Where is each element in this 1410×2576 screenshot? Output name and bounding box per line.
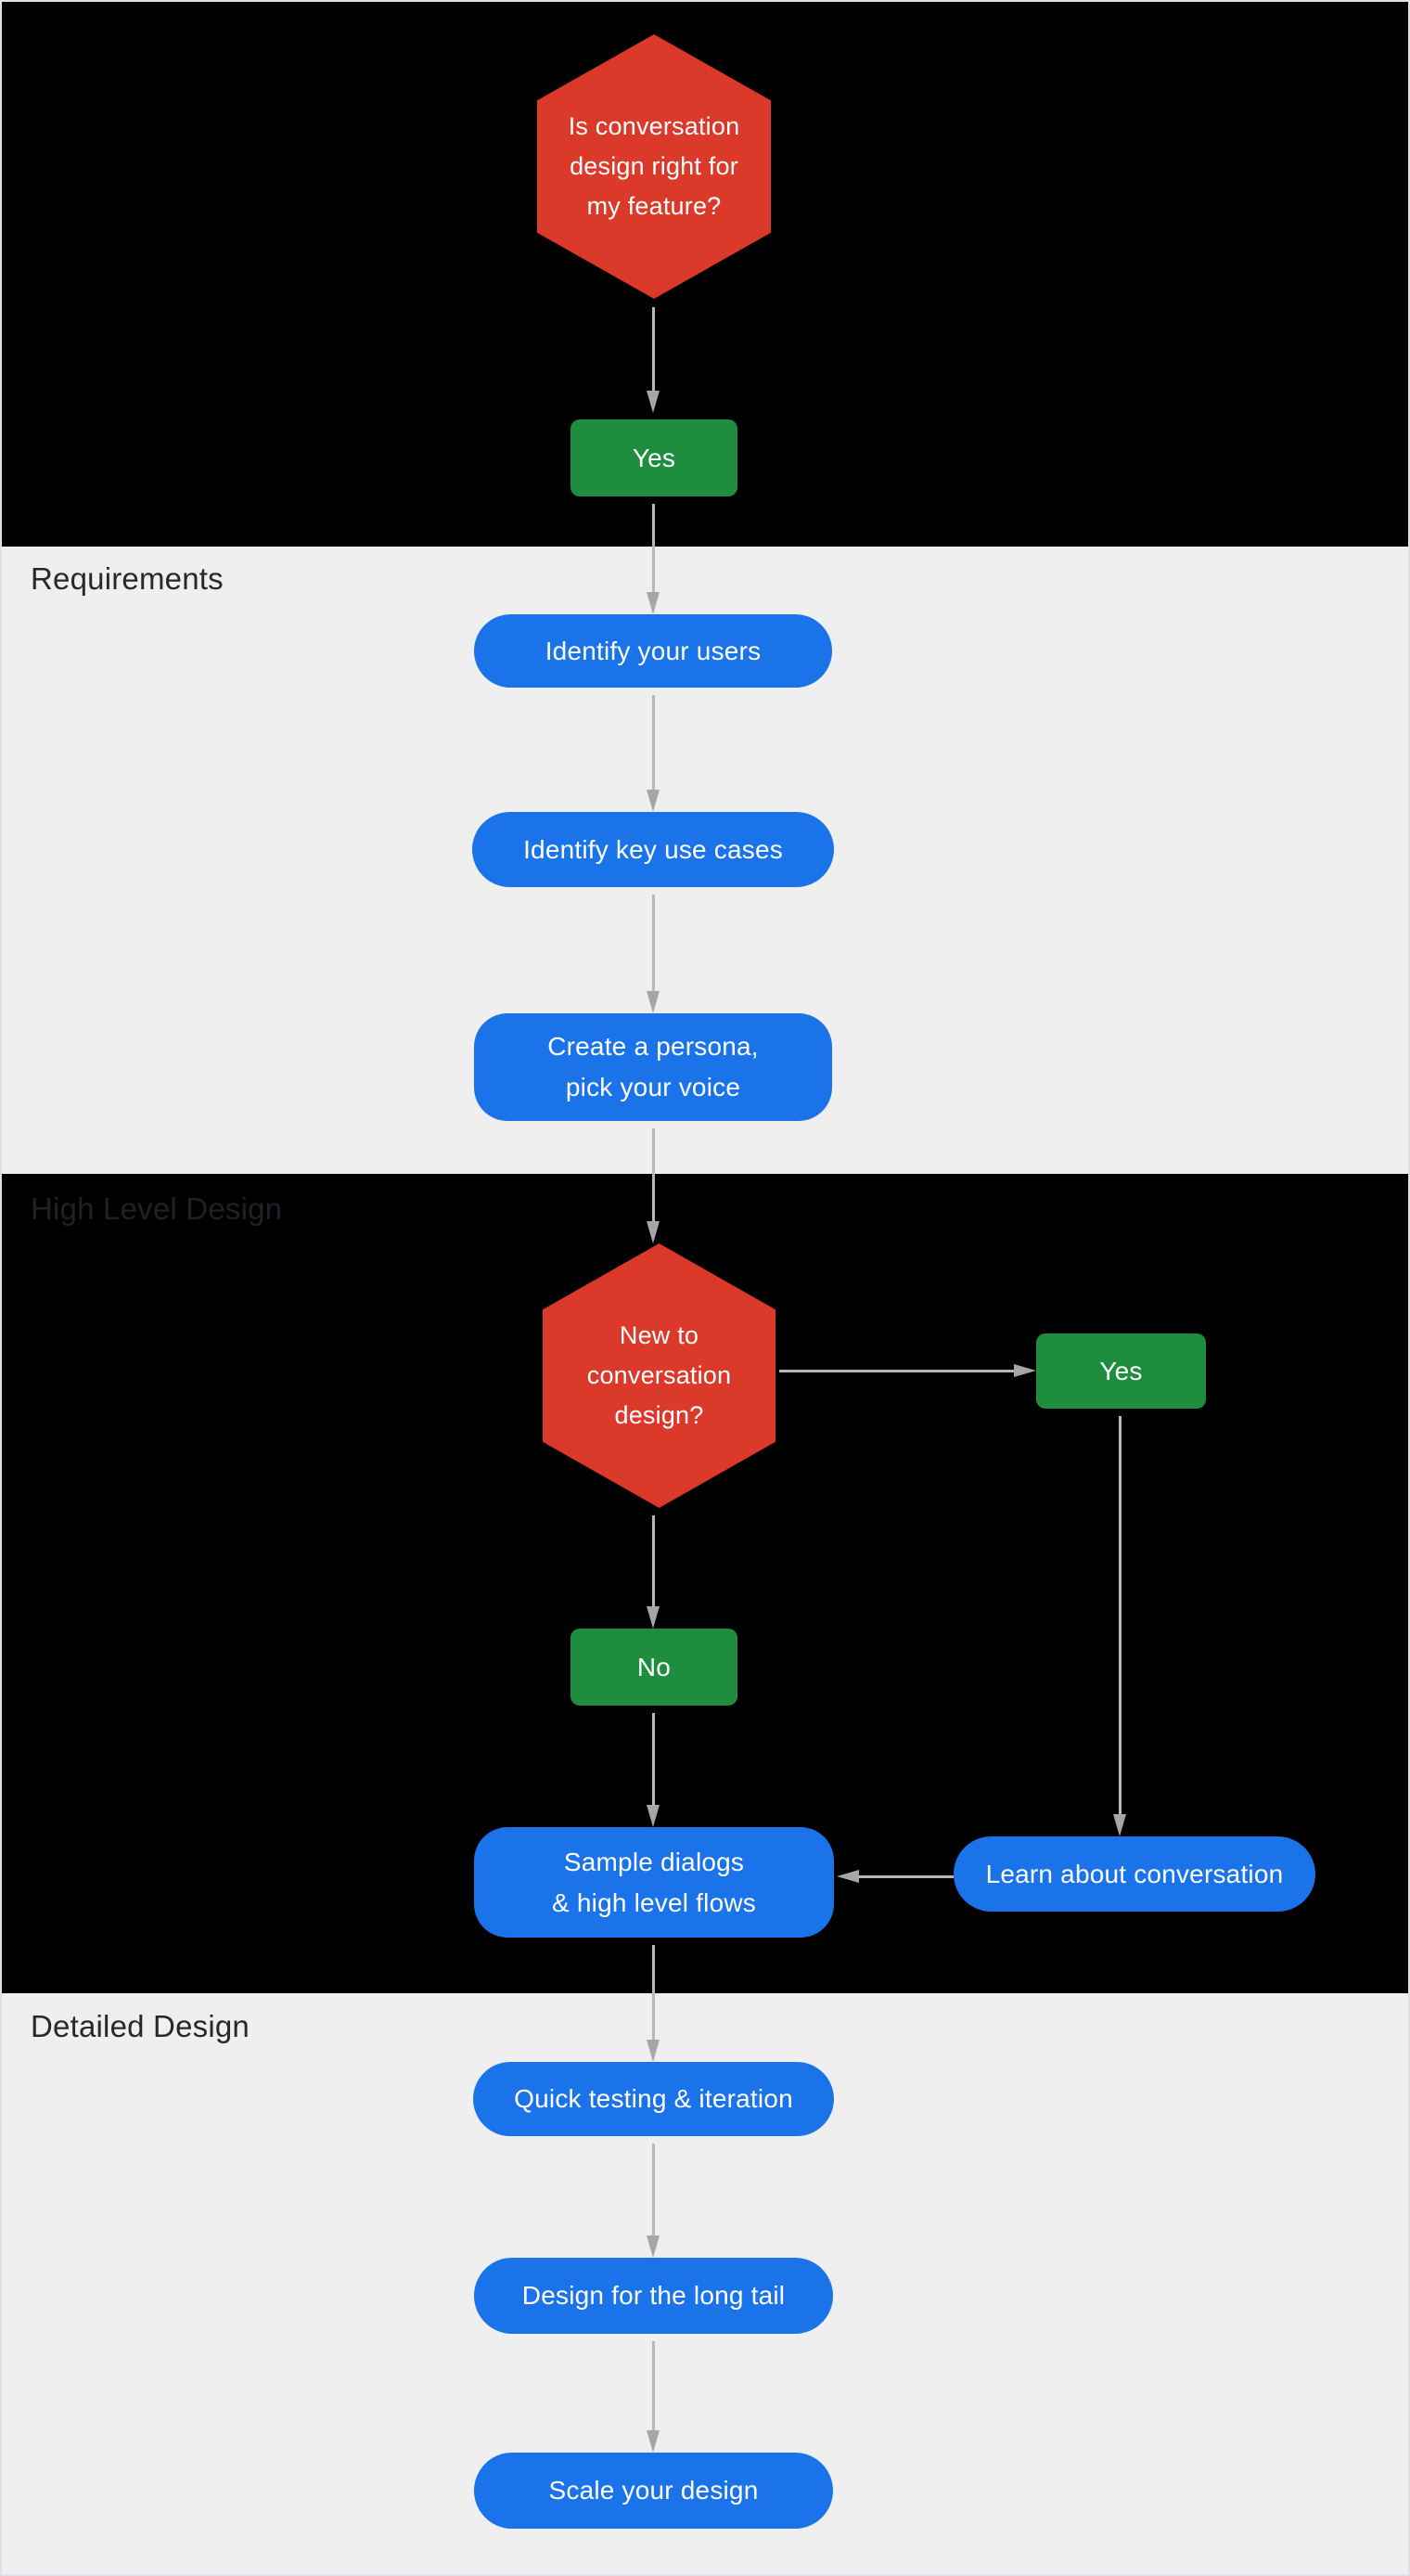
arrow-line-learn-to-sample-dialogs [859,1875,954,1878]
arrow-line-decision-to-no [652,1515,655,1606]
outcome-new-no[interactable]: No [570,1629,737,1706]
arrow-line-decision-to-new-yes [779,1370,1014,1372]
step-quick-testing-iteration[interactable]: Quick testing & iteration [473,2062,834,2136]
arrow-line-quick-to-long-tail [652,2144,655,2235]
step-learn-about-conversation[interactable]: Learn about conversation [954,1836,1315,1912]
arrowhead-new-yes-to-learn [1113,1814,1126,1836]
decision-text-line: my feature? [586,192,722,220]
outcome-label: Yes [1099,1356,1143,1385]
step-text-line: Create a persona, [547,1032,759,1061]
arrow-line-start-to-yes [652,307,655,391]
arrowhead-sample-to-quick-testing [647,2040,660,2062]
step-label: Identify your users [545,636,762,665]
arrow-line-yes-to-identify-users [652,504,655,592]
section-label-high-level-design: High Level Design [31,1191,283,1226]
decision-text-line: Is conversation [568,112,740,140]
step-identify-key-use-cases[interactable]: Identify key use cases [472,812,834,887]
decision-text-line: New to [619,1321,699,1349]
step-scale-your-design[interactable]: Scale your design [474,2453,833,2529]
section-label-requirements: Requirements [31,561,224,596]
arrowhead-decision-to-no [647,1606,660,1629]
arrow-line-use-cases-to-persona [652,895,655,991]
arrowhead-start-to-yes [647,391,660,413]
step-design-for-long-tail[interactable]: Design for the long tail [474,2258,833,2334]
arrow-line-new-yes-to-learn [1119,1416,1122,1814]
outcome-label: Yes [632,443,676,472]
arrow-line-sample-to-quick-testing [652,1945,655,2040]
step-text-line: pick your voice [565,1073,741,1101]
arrow-line-persona-to-new-decision [652,1128,655,1221]
arrowhead-quick-to-long-tail [647,2235,660,2258]
outcome-label: No [636,1652,672,1681]
arrowhead-users-to-use-cases [647,790,660,812]
step-text-line: Sample dialogs [563,1847,745,1876]
arrowhead-decision-to-new-yes [1014,1364,1036,1377]
step-sample-dialogs-high-level-flows[interactable]: Sample dialogs & high level flows [474,1827,834,1938]
decision-text-line: design right for [570,152,738,180]
arrowhead-use-cases-to-persona [647,991,660,1013]
step-label: Quick testing & iteration [514,2084,793,2113]
arrowhead-learn-to-sample-dialogs [837,1870,859,1883]
step-create-persona-pick-voice[interactable]: Create a persona, pick your voice [474,1013,832,1121]
decision-new-to-conversation-design[interactable]: New to conversation design? [543,1243,776,1508]
arrowhead-persona-to-new-decision [647,1221,660,1243]
decision-is-conversation-design-right[interactable]: Is conversation design right for my feat… [537,34,771,299]
arrowhead-no-to-sample-dialogs [647,1805,660,1827]
section-label-detailed-design: Detailed Design [31,2009,250,2043]
step-identify-your-users[interactable]: Identify your users [474,614,832,688]
arrowhead-yes-to-identify-users [647,592,660,614]
decision-text-line: conversation [586,1361,732,1389]
step-label: Design for the long tail [521,2281,786,2310]
step-label: Identify key use cases [523,834,783,864]
step-text-line: & high level flows [552,1887,756,1917]
step-label: Learn about conversation [985,1859,1284,1888]
arrow-line-users-to-use-cases [652,695,655,790]
arrowhead-long-tail-to-scale [647,2430,660,2453]
outcome-start-yes[interactable]: Yes [570,419,737,496]
arrow-line-no-to-sample-dialogs [652,1713,655,1805]
step-label: Scale your design [548,2476,759,2505]
arrow-line-long-tail-to-scale [652,2341,655,2430]
decision-text-line: design? [614,1401,704,1429]
outcome-new-yes[interactable]: Yes [1036,1333,1206,1409]
